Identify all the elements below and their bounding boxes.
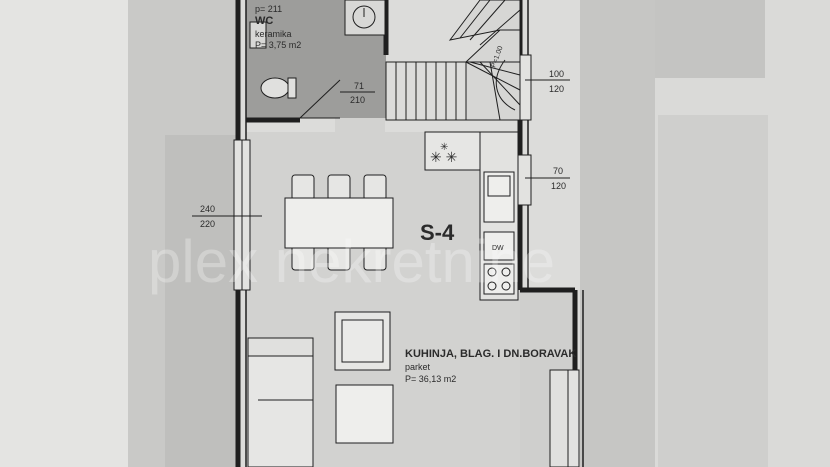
window-right1-dim-top: 100 <box>549 69 564 79</box>
sofa <box>247 337 314 467</box>
left-outer-zone <box>0 0 128 467</box>
sink-basin <box>487 175 511 197</box>
wc-code: p= 211 <box>255 4 282 14</box>
cooktop <box>424 131 481 171</box>
wc-name: WC <box>255 15 273 27</box>
washbasin <box>249 21 267 49</box>
cooktop-burners-icon-2: ✳ <box>440 142 448 153</box>
window-right1-dim-bottom: 120 <box>549 84 564 94</box>
window-right2-dim-top: 70 <box>553 166 563 176</box>
stair-arrow <box>495 59 516 111</box>
living-room-area: P= 36,13 m2 <box>405 374 456 384</box>
dining-table <box>284 197 394 249</box>
armchair-seat <box>341 319 384 363</box>
left-terrace-inner <box>165 135 238 467</box>
sofa-back <box>247 337 314 357</box>
watermark: plex nekretnine <box>148 228 555 295</box>
oven-ring-4 <box>501 281 511 291</box>
shower-drain-icon <box>352 5 376 29</box>
door-dim-top: 71 <box>354 81 364 91</box>
kitchen-sink <box>483 171 515 223</box>
wc-area: P= 3,75 m2 <box>255 40 301 50</box>
dishwasher <box>483 231 515 261</box>
oven-ring-3 <box>487 281 497 291</box>
cooktop-burners-icon: ✳ ✳ <box>430 149 457 165</box>
living-room-finish: parket <box>405 362 431 372</box>
shower-tray <box>344 0 386 36</box>
oven-ring-2 <box>501 267 511 277</box>
unit-label: S-4 <box>420 220 455 245</box>
window-left-dim-top: 240 <box>200 204 215 214</box>
dimension-leaders <box>192 79 570 217</box>
dining-chairs <box>291 174 387 271</box>
staircase <box>385 0 521 121</box>
oven-ring-1 <box>487 267 497 277</box>
wc-finish: keramika <box>255 29 292 39</box>
window-left-dim-bottom: 220 <box>200 219 215 229</box>
living-room-name: KUHINJA, BLAG. I DN.BORAVAK <box>405 348 576 360</box>
toilet-tank <box>287 77 297 99</box>
right-outer-block <box>655 0 765 78</box>
toilet-icon <box>260 77 290 99</box>
right-window-2 <box>516 154 532 206</box>
right-outer-block-2 <box>658 115 768 467</box>
door-dim-bottom: 210 <box>350 95 365 105</box>
tv-unit <box>549 369 569 467</box>
coffee-table <box>335 384 394 444</box>
window-right2-dim-bottom: 120 <box>551 181 566 191</box>
dishwasher-label: DW <box>492 245 504 252</box>
wc-door-swing <box>299 79 341 119</box>
